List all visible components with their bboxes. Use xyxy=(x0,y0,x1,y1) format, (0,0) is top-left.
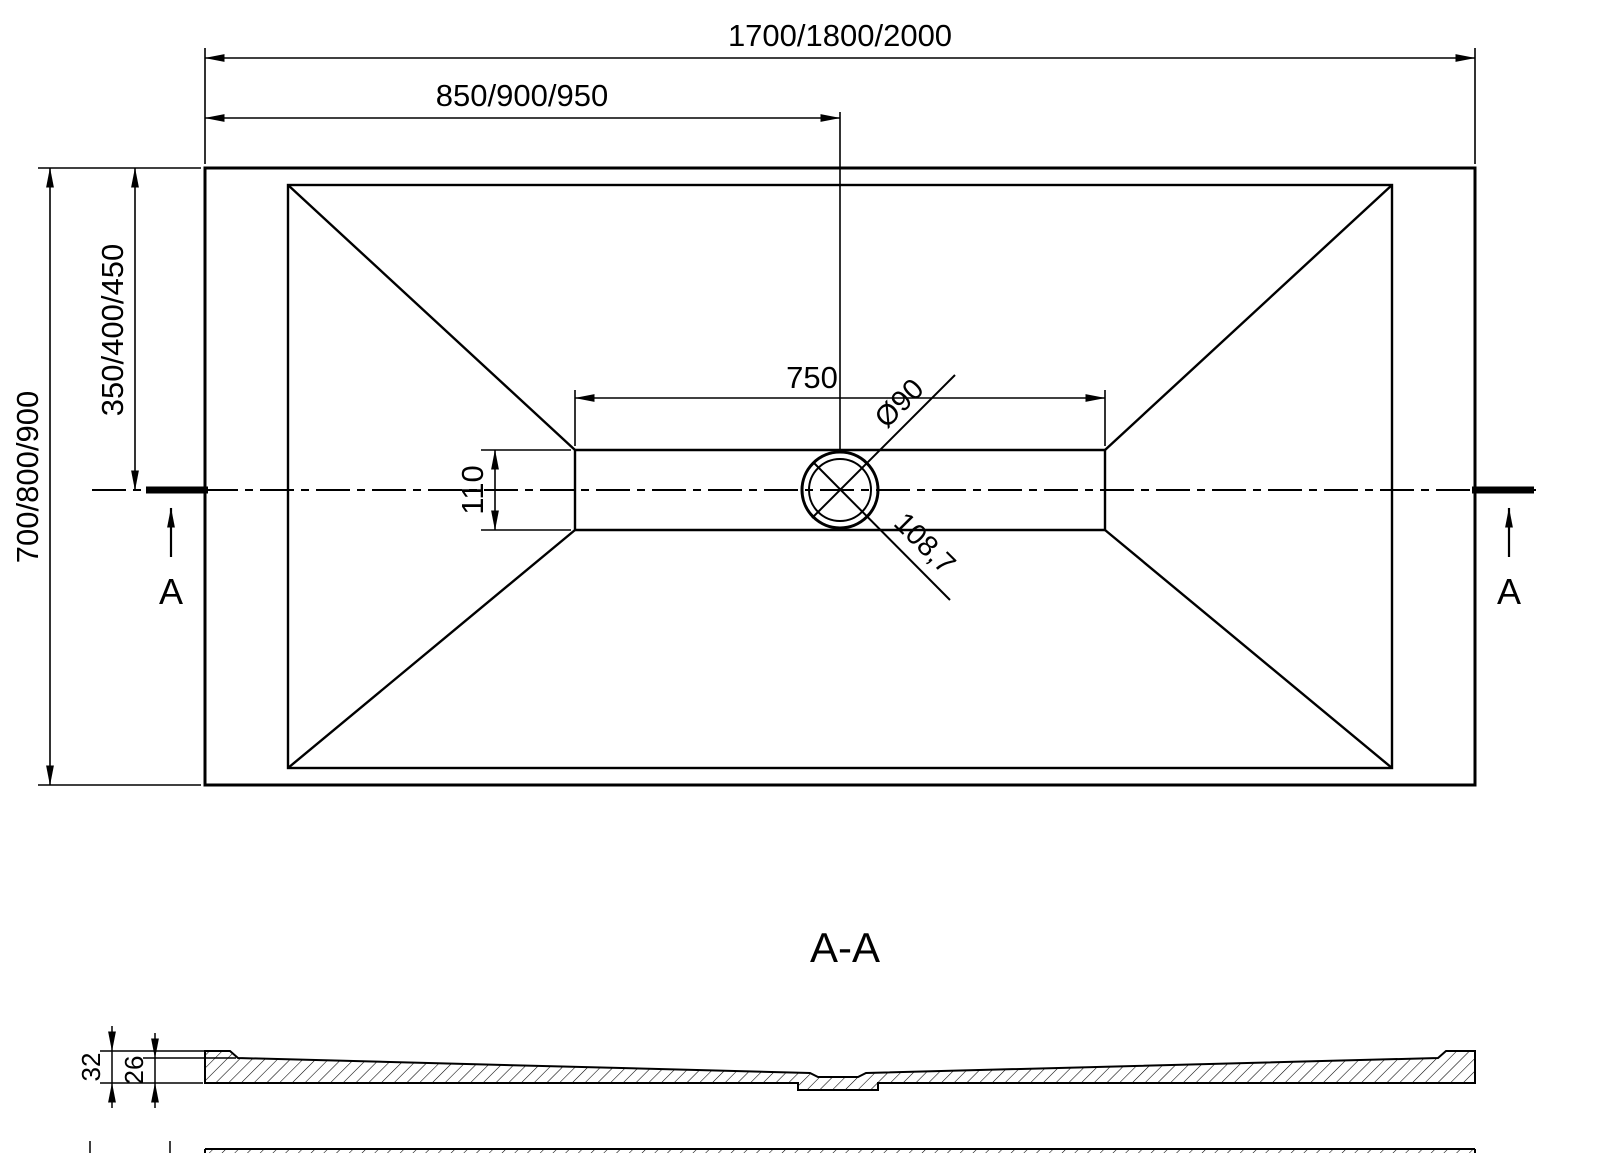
dim-drain-diameter-label: Ø90 xyxy=(869,373,930,434)
dim-center-length-label: 850/900/950 xyxy=(436,78,608,113)
section-thickness-dimensions xyxy=(100,1026,236,1108)
extension-lines xyxy=(38,48,1476,786)
section-cut-markers: A A xyxy=(146,486,1534,612)
dim-channel-width-label: 110 xyxy=(455,465,490,514)
section-view: A-A 32 26 xyxy=(76,924,1476,1108)
section-profile xyxy=(204,1050,1476,1091)
dim-thickness-total-label: 32 xyxy=(76,1053,106,1082)
dim-thickness-edge-label: 26 xyxy=(119,1056,149,1085)
slope-diagonals xyxy=(287,184,1393,769)
next-view-partial xyxy=(89,1141,1476,1153)
section-marker-left-label: A xyxy=(159,571,183,612)
dim-center-width-label: 350/400/450 xyxy=(95,244,130,416)
section-title-label: A-A xyxy=(810,924,880,971)
top-view-dimensions xyxy=(38,48,1476,786)
dim-overall-width-label: 700/800/900 xyxy=(10,391,45,563)
section-marker-right-label: A xyxy=(1497,571,1521,612)
dim-channel-length-label: 750 xyxy=(786,360,838,395)
dim-drain-diagonal-label: 108,7 xyxy=(887,507,961,581)
dim-overall-length-label: 1700/1800/2000 xyxy=(728,18,952,53)
